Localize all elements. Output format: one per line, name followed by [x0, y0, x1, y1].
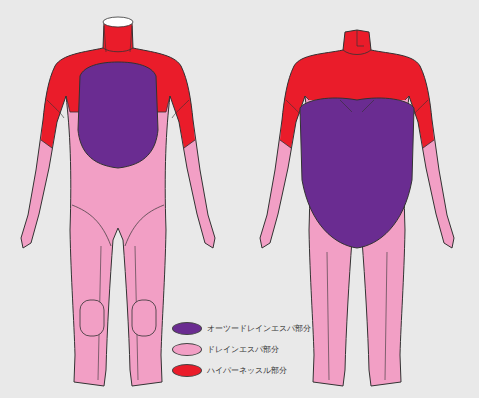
neck-opening [103, 17, 133, 27]
legend-swatch [172, 364, 202, 377]
collar-seam [343, 50, 371, 55]
legend-swatch [172, 322, 202, 335]
collar-seam [103, 48, 133, 52]
chest-panel [78, 62, 158, 168]
legend: オーツードレインエスパ部分ドレインエスパ部分ハイパーネッスル部分 [172, 318, 312, 381]
legend-label: オーツードレインエスパ部分 [206, 324, 312, 334]
front-view [21, 17, 215, 386]
back-panel [300, 98, 414, 248]
panel-seam [340, 100, 374, 112]
legend-entry: オーツードレインエスパ部分 [172, 318, 312, 339]
legend-swatch [172, 343, 202, 356]
legend-entry: ドレインエスパ部分 [172, 339, 312, 360]
collar-seam [104, 26, 132, 52]
legend-label: ドレインエスパ部分 [206, 345, 280, 355]
legend-entry: ハイパーネッスル部分 [172, 360, 312, 381]
legend-label: ハイパーネッスル部分 [206, 366, 288, 376]
zip-line [357, 30, 364, 46]
